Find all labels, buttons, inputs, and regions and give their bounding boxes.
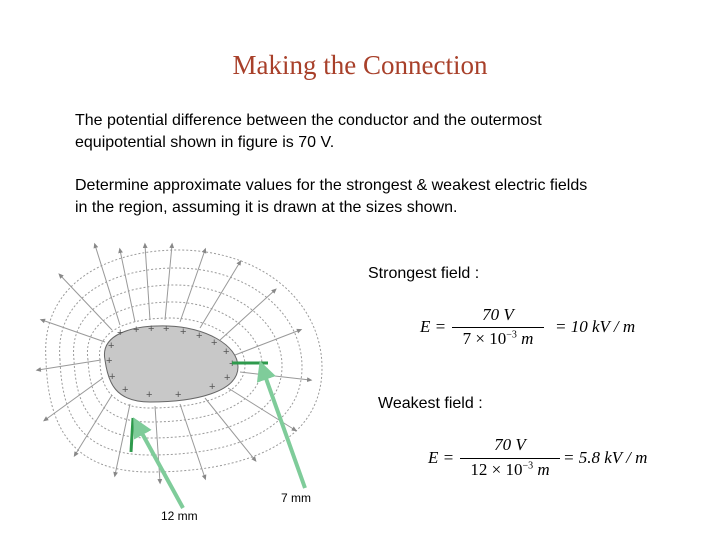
svg-text:+: + (209, 381, 215, 393)
strongest-lhs: E = (420, 317, 447, 336)
svg-text:+: + (175, 389, 181, 401)
svg-text:+: + (122, 384, 128, 396)
weakest-numerator: 70 V (494, 435, 526, 454)
task-paragraph: Determine approximate values for the str… (75, 175, 675, 219)
label-7mm: 7 mm (281, 491, 311, 505)
pointer-arrow-12mm (133, 417, 185, 509)
svg-text:+: + (133, 324, 139, 336)
weakest-denominator: 12 × 10−3 m (470, 460, 550, 479)
weakest-field-label: Weakest field : (378, 395, 483, 412)
strongest-numerator: 70 V (482, 305, 514, 324)
svg-text:+: + (109, 371, 115, 383)
svg-text:+: + (223, 346, 229, 358)
weakest-equation: E = 70 V 12 × 10−3 m = 5.8 kV / m (428, 435, 678, 485)
svg-text:+: + (108, 340, 114, 352)
svg-text:+: + (148, 323, 154, 335)
strongest-result: = 10 kV / m (555, 317, 636, 336)
intro-paragraph: The potential difference between the con… (75, 110, 675, 154)
svg-text:+: + (196, 330, 202, 342)
intro-line-1: The potential difference between the con… (75, 112, 542, 129)
svg-text:+: + (146, 389, 152, 401)
svg-text:+: + (106, 355, 112, 367)
marker-12mm (129, 417, 135, 453)
strongest-fraction-bar (452, 327, 544, 328)
weakest-fraction-bar (460, 458, 560, 459)
svg-text:+: + (211, 337, 217, 349)
weakest-lhs: E = (428, 448, 455, 467)
svg-text:+: + (180, 326, 186, 338)
slide-title: Making the Connection (232, 50, 488, 80)
task-line-1: Determine approximate values for the str… (75, 177, 588, 194)
pointer-arrow-7mm (256, 360, 307, 489)
strongest-field-label: Strongest field : (368, 265, 480, 282)
svg-text:+: + (117, 327, 123, 339)
svg-text:+: + (224, 372, 230, 384)
label-12mm: 12 mm (161, 509, 198, 523)
intro-line-2: equipotential shown in figure is 70 V. (75, 134, 335, 151)
strongest-equation: E = 70 V 7 × 10−3 m = 10 kV / m (420, 305, 660, 355)
conductor-shape (104, 325, 239, 403)
svg-text:+: + (163, 323, 169, 335)
task-line-2: in the region, assuming it is drawn at t… (75, 199, 458, 216)
strongest-denominator: 7 × 10−3 m (462, 329, 534, 348)
weakest-result: = 5.8 kV / m (563, 448, 648, 467)
